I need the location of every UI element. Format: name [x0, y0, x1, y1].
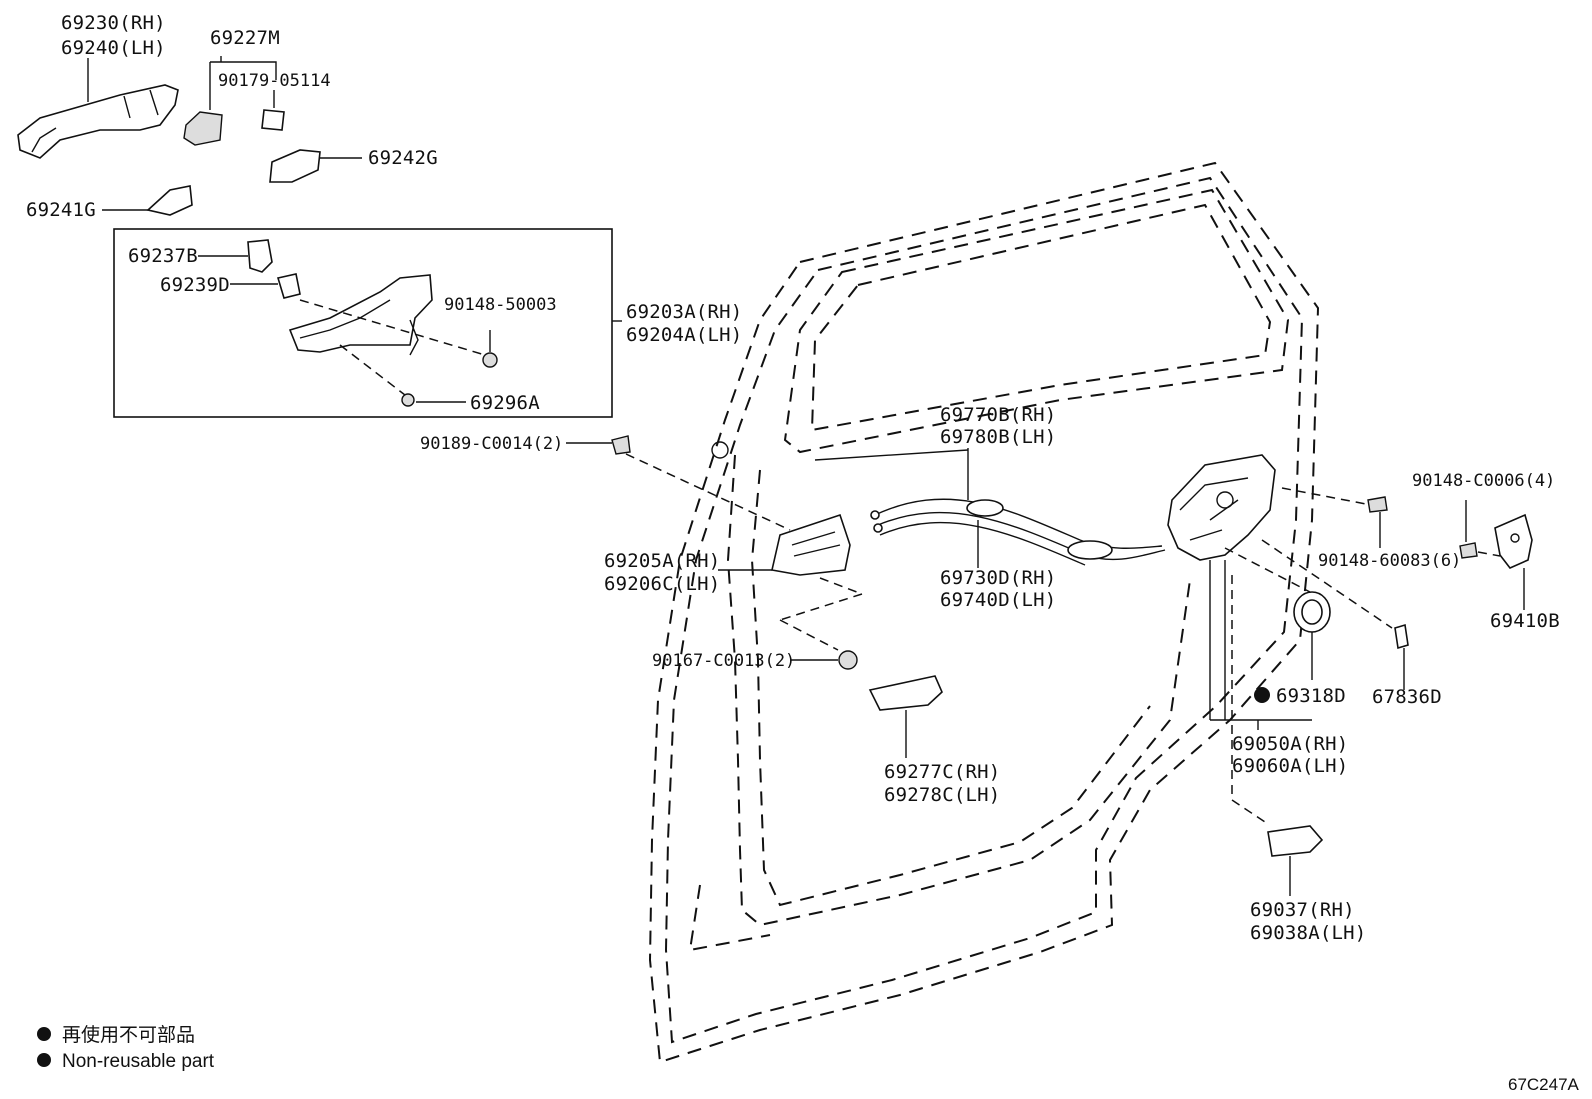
- non-reusable-marker-icon: [1254, 687, 1270, 703]
- pad-69277c-drawing: [868, 675, 943, 758]
- legend-jp: 再使用不可部品: [62, 1024, 195, 1046]
- label-67836d: 67836D: [1372, 686, 1442, 708]
- cylinder-pieces-drawing: [183, 56, 285, 146]
- label-69242g: 69242G: [368, 147, 438, 169]
- label-90167: 90167-C0013(2): [652, 651, 795, 671]
- lower-bracket-drawing: [1267, 825, 1324, 896]
- label-69050a: 69050A(RH): [1232, 733, 1348, 755]
- label-69239d: 69239D: [160, 274, 230, 296]
- label-69277c: 69277C(RH): [884, 761, 1000, 783]
- label-69278c: 69278C(LH): [884, 784, 1000, 806]
- cable-assembly-drawing: [814, 448, 1166, 568]
- striker-drawing: [1459, 500, 1533, 610]
- pad-69242g-drawing: [269, 149, 362, 183]
- label-69227m: 69227M: [210, 27, 280, 49]
- door-lock-drawing: [1167, 454, 1312, 823]
- label-69206c: 69206C(LH): [604, 573, 720, 595]
- label-69296a: 69296A: [470, 392, 540, 414]
- label-69203a: 69203A(RH): [626, 301, 742, 323]
- screw-90167-drawing: [790, 650, 858, 670]
- label-69730d: 69730D(RH): [940, 567, 1056, 589]
- inside-handle-drawing: [718, 513, 863, 651]
- label-90148-c0006: 90148-C0006(4): [1412, 471, 1555, 491]
- clip-67836d-drawing: [1224, 539, 1409, 690]
- label-69037: 69037(RH): [1250, 899, 1355, 921]
- outside-handle-drawing: [17, 58, 179, 159]
- pad-69241g-drawing: [102, 185, 193, 216]
- label-90179: 90179-05114: [218, 71, 331, 91]
- legend-en: Non-reusable part: [62, 1051, 215, 1072]
- label-69237b: 69237B: [128, 245, 198, 267]
- legend-marker-icon: [37, 1053, 51, 1067]
- label-69205a: 69205A(RH): [604, 550, 720, 572]
- label-69318d: 69318D: [1276, 685, 1346, 707]
- label-69410b: 69410B: [1490, 610, 1560, 632]
- label-69240: 69240(LH): [61, 37, 166, 59]
- legend: 再使用不可部品 Non-reusable part: [37, 1024, 215, 1072]
- label-69038a: 69038A(LH): [1250, 922, 1366, 944]
- bolt-90148-60083-drawing: [1281, 487, 1388, 548]
- label-69230: 69230(RH): [61, 12, 166, 34]
- label-69770b: 69770B(RH): [940, 404, 1056, 426]
- figure-reference: 67C247A: [1508, 1075, 1580, 1094]
- legend-marker-icon: [37, 1027, 51, 1041]
- frame-assembly-box: [113, 228, 622, 418]
- clip-90189-drawing: [566, 435, 791, 531]
- washer-69318d-drawing: [1293, 591, 1331, 680]
- label-69204a: 69204A(LH): [626, 324, 742, 346]
- label-90189: 90189-C0014(2): [420, 434, 563, 454]
- label-69241g: 69241G: [26, 199, 96, 221]
- label-69780b: 69780B(LH): [940, 426, 1056, 448]
- label-90148-60083: 90148-60083(6): [1318, 551, 1461, 571]
- label-90148-50003: 90148-50003: [444, 295, 557, 315]
- door-outline: [648, 161, 1320, 1064]
- label-69060a: 69060A(LH): [1232, 755, 1348, 777]
- label-69740d: 69740D(LH): [940, 589, 1056, 611]
